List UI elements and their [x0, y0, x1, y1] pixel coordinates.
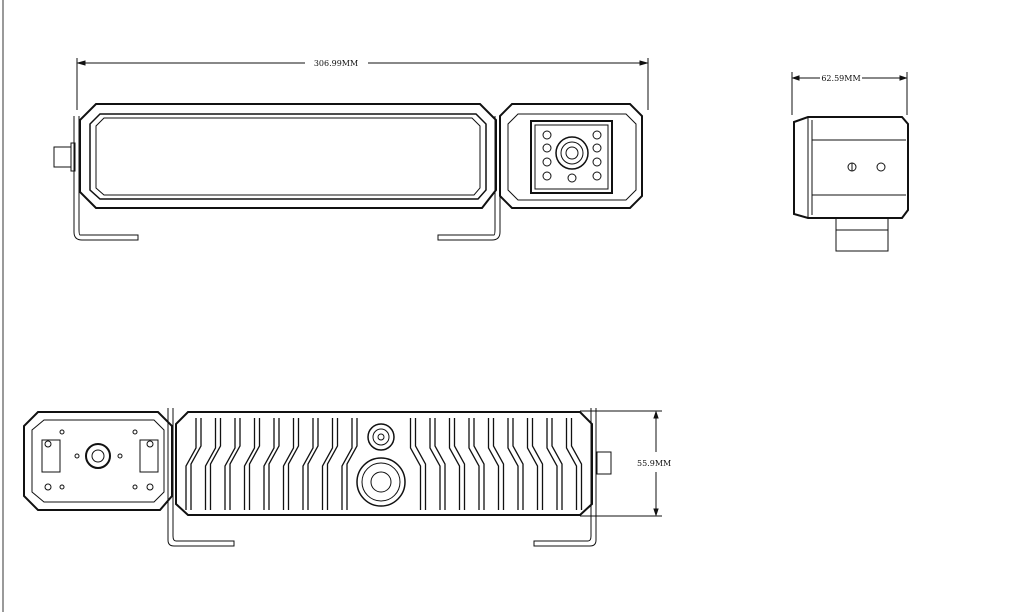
- connector-back: [596, 451, 612, 475]
- heatsink-fin: [448, 418, 466, 510]
- bracket-left: [73, 116, 139, 241]
- back-view: 55.9MM: [23, 408, 671, 547]
- connector: [53, 146, 72, 168]
- dimension-side-width: 62.59MM: [791, 72, 908, 115]
- heatsink-fin: [487, 418, 505, 510]
- heatsink-fin: [429, 418, 446, 510]
- bracket-back-right: [533, 408, 597, 547]
- camera-module: [499, 103, 643, 209]
- side-view: 62.59MM: [791, 72, 909, 252]
- heatsink-fin: [224, 418, 241, 510]
- camera-module-back: [23, 411, 173, 511]
- light-bar-housing: [79, 103, 497, 209]
- heatsink-fin: [341, 418, 358, 510]
- dimension-label-height: 55.9MM: [637, 459, 671, 468]
- bracket-back-left: [167, 408, 235, 547]
- heatsink-fin: [321, 418, 339, 510]
- heatsink-fin: [185, 418, 202, 510]
- heatsink-fin: [565, 418, 583, 510]
- heatsink-fin: [204, 418, 222, 510]
- mount-bracket-side: [835, 217, 889, 252]
- heatsink-fin: [282, 418, 300, 510]
- heatsink-fin: [302, 418, 319, 510]
- front-view: 306.99MM: [53, 58, 649, 241]
- heatsink-fin: [243, 418, 261, 510]
- heatsink-fin: [468, 418, 485, 510]
- dimension-overall-length: 306.99MM: [76, 58, 649, 110]
- heatsink-fin: [263, 418, 280, 510]
- dimension-height: 55.9MM: [580, 410, 671, 517]
- dimension-label-length: 306.99MM: [314, 59, 358, 68]
- page-border: [2, 0, 4, 612]
- bracket-right: [437, 116, 501, 241]
- heatsink-fin: [507, 418, 524, 510]
- heatsink-housing: [175, 411, 593, 516]
- heatsink-fin: [546, 418, 563, 510]
- dimension-label-width: 62.59MM: [821, 74, 860, 83]
- heatsink-fin: [526, 418, 544, 510]
- heatsink-fin: [409, 418, 427, 510]
- heatsink-fins: [185, 418, 583, 510]
